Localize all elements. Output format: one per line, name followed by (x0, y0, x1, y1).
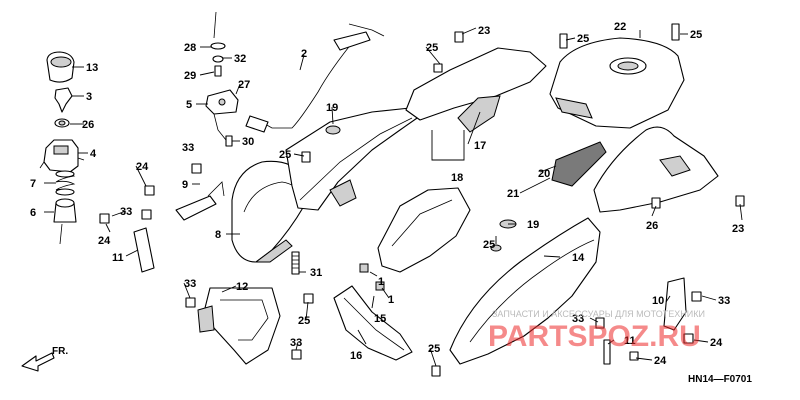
callout-13: 13 (86, 62, 98, 74)
callout-14: 14 (572, 252, 585, 264)
spring-part (55, 170, 76, 196)
callout-24d: 24 (710, 337, 723, 349)
main-cowl-part (449, 217, 601, 365)
bolt-stack-part (210, 11, 226, 77)
callout-1b: 1 (388, 294, 394, 306)
screw-30-part (225, 135, 233, 147)
callout-24c: 24 (654, 355, 667, 367)
callout-25g: 25 (428, 343, 440, 355)
callout-22: 22 (614, 21, 626, 33)
callout-25f: 25 (298, 315, 310, 327)
watermark-caption: ЗАПЧАСТИ И АКСЕССУАРЫ ДЛЯ МОТОТЕХНИКИ (492, 309, 705, 319)
callout-31: 31 (310, 267, 322, 279)
callout-5: 5 (186, 99, 192, 111)
callout-33b: 33 (120, 206, 132, 218)
bracket-9-part (175, 181, 225, 221)
cylinder-part (53, 198, 77, 245)
callout-23b: 23 (732, 223, 744, 235)
callout-16: 16 (350, 350, 362, 362)
callout-33e: 33 (572, 313, 584, 325)
callout-25e: 25 (483, 239, 495, 251)
pad-part (551, 141, 607, 187)
switch-body-part (39, 139, 85, 173)
callout-33c: 33 (184, 278, 196, 290)
under-cover-part (333, 285, 413, 361)
cable-part (245, 23, 385, 133)
callout-4: 4 (90, 148, 97, 160)
callout-19b: 19 (527, 219, 539, 231)
callout-17: 17 (474, 140, 486, 152)
lower-frame-part (197, 287, 281, 365)
fastener-group (99, 23, 745, 377)
callout-8: 8 (215, 229, 221, 241)
side-shroud-part (405, 47, 547, 133)
callout-33d: 33 (290, 337, 302, 349)
watermark: ЗАПЧАСТИ И АКСЕССУАРЫ ДЛЯ МОТОТЕХНИКИ PA… (488, 309, 705, 353)
callout-2: 2 (301, 48, 307, 60)
callout-25a: 25 (279, 149, 291, 161)
callout-21: 21 (507, 188, 519, 200)
center-cover-part (377, 187, 471, 273)
fender-bolt-part (291, 251, 300, 275)
key-part (54, 87, 73, 113)
callout-32: 32 (234, 53, 246, 65)
callout-25b: 25 (426, 42, 438, 54)
callout-26b: 26 (646, 220, 658, 232)
callout-27: 27 (238, 79, 250, 91)
callout-1a: 1 (378, 276, 384, 288)
callout-23a: 23 (478, 25, 490, 37)
callout-15: 15 (374, 313, 386, 325)
callout-11: 11 (112, 252, 124, 264)
callout-24b: 24 (98, 235, 111, 247)
callout-7: 7 (30, 178, 36, 190)
washer-part (54, 118, 70, 128)
bracket-10-part (663, 277, 687, 331)
callout-3: 3 (86, 91, 92, 103)
bracket-11-part (133, 227, 155, 273)
callout-10: 10 (652, 295, 664, 307)
callout-19a: 19 (326, 102, 338, 114)
callout-33f: 33 (718, 295, 730, 307)
callout-20: 20 (538, 168, 550, 180)
leader-lines (44, 27, 743, 367)
callout-29: 29 (184, 70, 196, 82)
callout-24a: 24 (136, 161, 149, 173)
tank-cover-part (549, 37, 685, 129)
callout-30: 30 (242, 136, 254, 148)
callout-28: 28 (184, 42, 196, 54)
callout-11b: 11 (624, 335, 636, 347)
callout-9: 9 (182, 179, 188, 191)
mount-bracket-part (205, 89, 239, 141)
front-fender-part (231, 160, 309, 263)
callout-labels: 13 3 26 4 7 6 28 32 29 27 5 30 2 33 24 9… (30, 21, 744, 367)
clip-part-1 (359, 263, 385, 291)
callout-18: 18 (451, 172, 463, 184)
callout-25d: 25 (690, 29, 702, 41)
diagram-code: HN14—F0701 (688, 374, 752, 385)
callout-6: 6 (30, 207, 36, 219)
right-side-cover-part (593, 126, 719, 213)
callout-25c: 25 (577, 33, 589, 45)
callout-26: 26 (82, 119, 94, 131)
watermark-brand: PARTSPOZ.RU (488, 320, 701, 353)
callout-12: 12 (236, 281, 248, 293)
callout-33a: 33 (182, 142, 194, 154)
ignition-cap-part (46, 51, 75, 83)
front-arrow: FR. (21, 346, 68, 372)
front-indicator-label: FR. (52, 346, 68, 357)
front-cover-part (285, 107, 421, 211)
